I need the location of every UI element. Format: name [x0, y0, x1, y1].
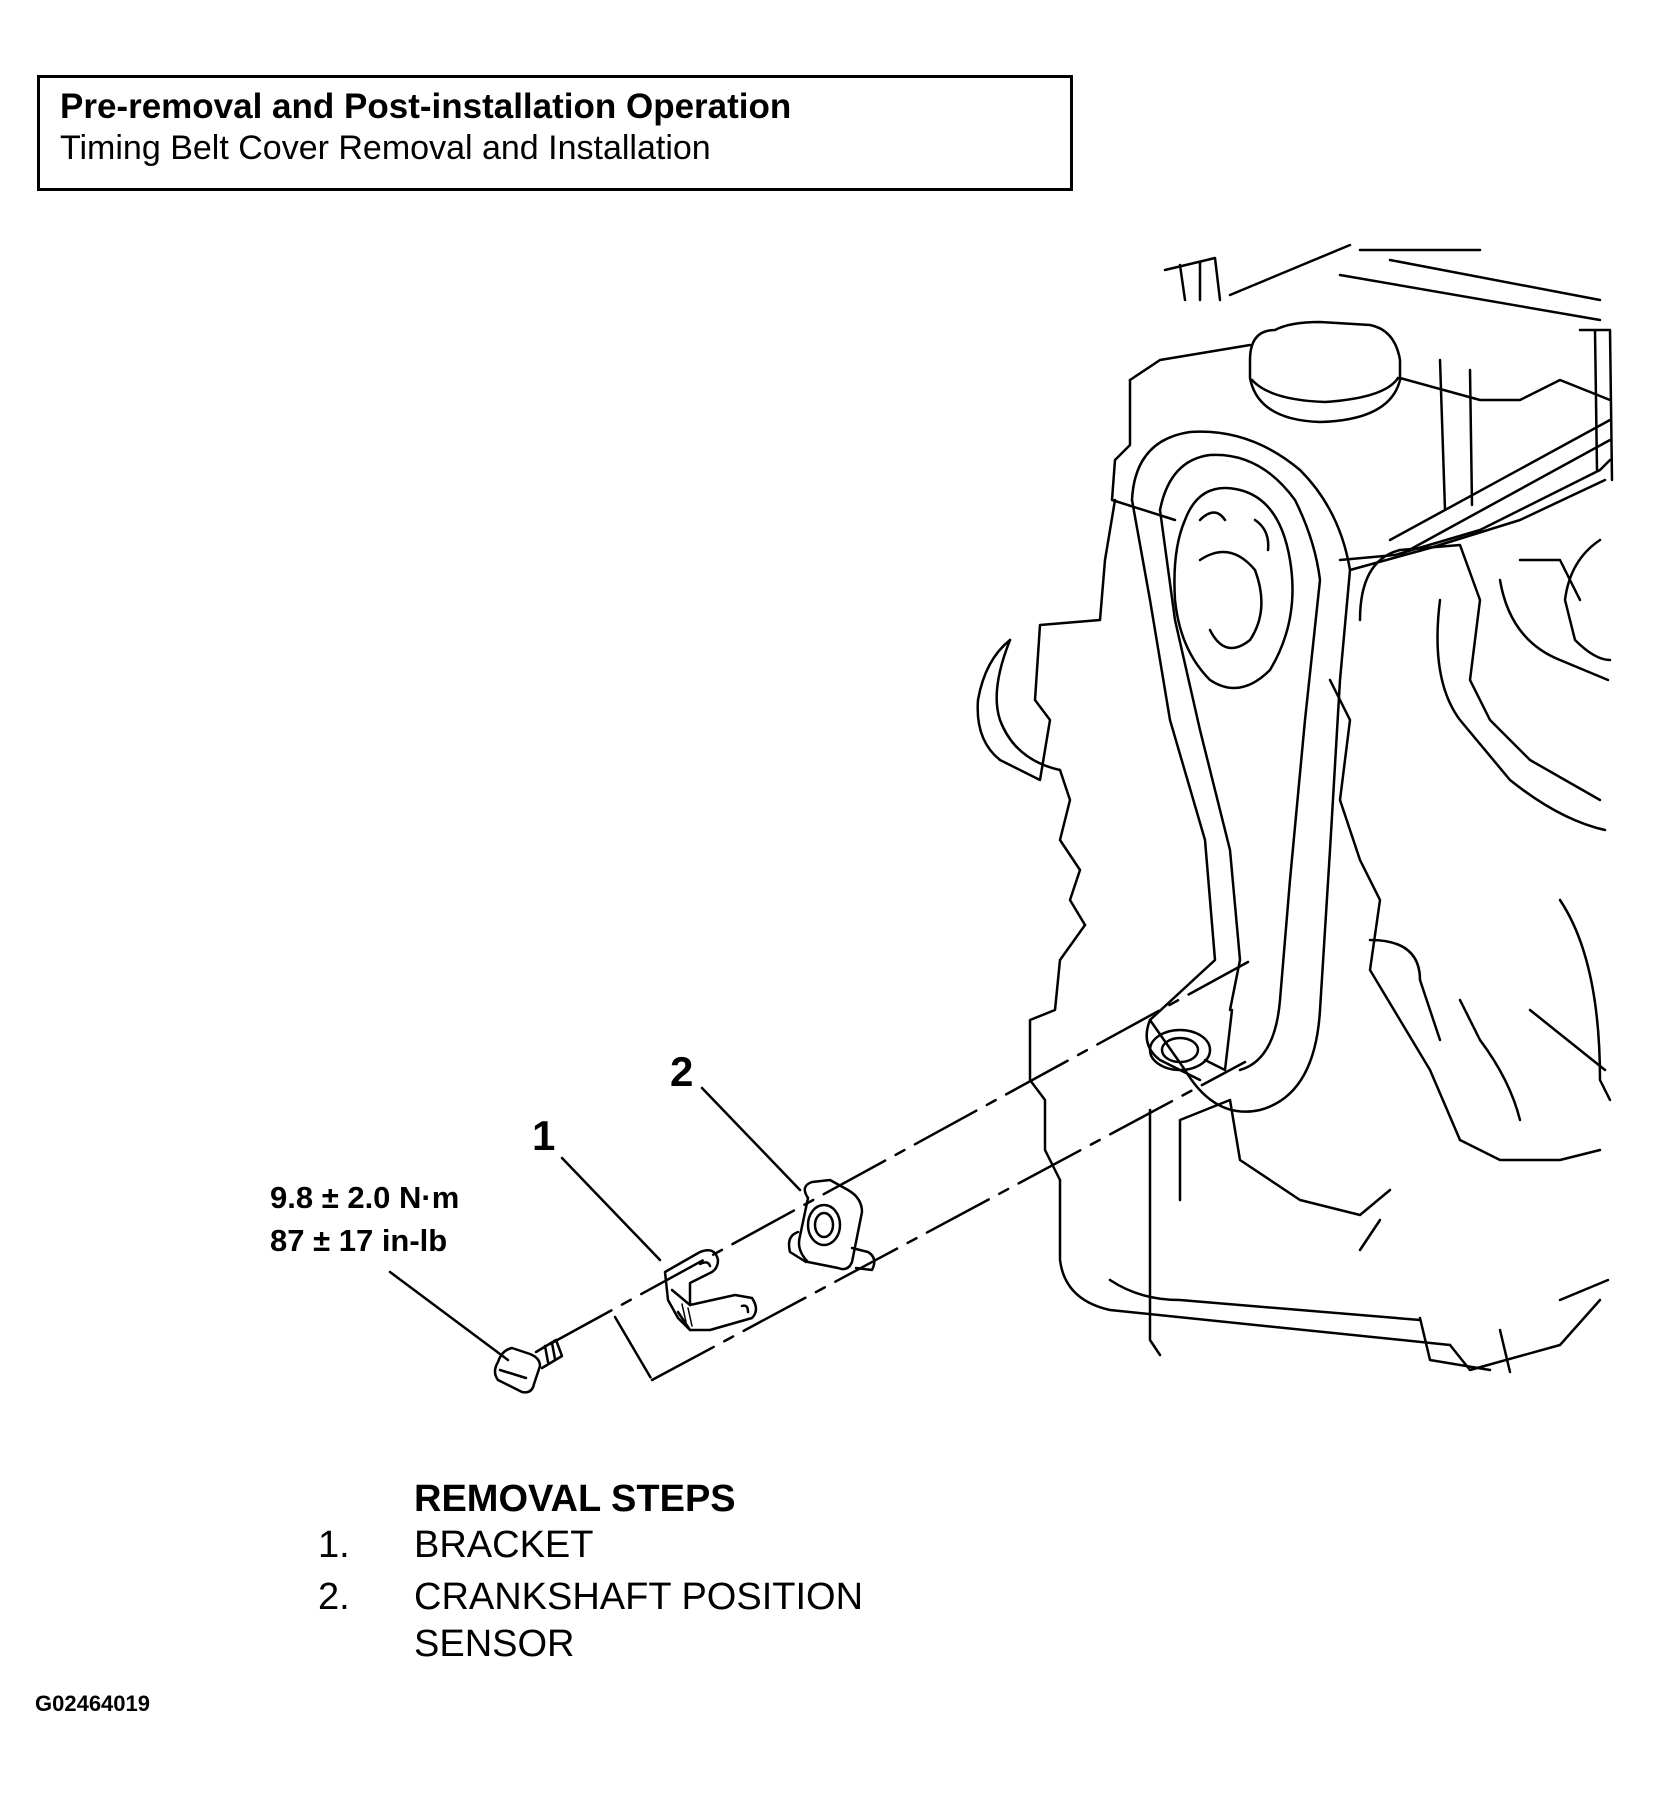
torque-imperial: 87 ± 17 in-lb	[270, 1223, 448, 1258]
leader-line-2	[700, 1086, 802, 1192]
step-number: 2.	[318, 1576, 350, 1618]
callout-1: 1	[532, 1112, 556, 1159]
bolt-icon	[493, 1338, 564, 1394]
leader-line-1	[560, 1156, 662, 1262]
removal-step: 1. BRACKET	[318, 1522, 934, 1569]
callout-2: 2	[670, 1048, 694, 1095]
step-label: BRACKET	[414, 1524, 594, 1566]
step-label: CRANKSHAFT POSITION SENSOR	[414, 1576, 864, 1665]
engine-illustration-icon	[976, 243, 1614, 1374]
removal-step: 2. CRANKSHAFT POSITION SENSOR	[318, 1574, 934, 1668]
bracket-icon	[663, 1249, 758, 1332]
header-subtitle: Timing Belt Cover Removal and Installati…	[60, 129, 711, 167]
figure-code: G02464019	[35, 1691, 150, 1716]
header-title: Pre-removal and Post-installation Operat…	[60, 87, 792, 126]
removal-steps-title: REMOVAL STEPS	[414, 1478, 736, 1520]
crankshaft-sensor-icon	[787, 1178, 876, 1272]
header-box: Pre-removal and Post-installation Operat…	[37, 75, 1073, 191]
step-number: 1.	[318, 1524, 350, 1566]
torque-spec: 9.8 ± 2.0 N·m 87 ± 17 in-lb	[270, 1176, 459, 1262]
alignment-lines	[548, 960, 1250, 1382]
torque-metric: 9.8 ± 2.0 N·m	[270, 1180, 460, 1215]
leader-line-bolt	[388, 1270, 510, 1362]
